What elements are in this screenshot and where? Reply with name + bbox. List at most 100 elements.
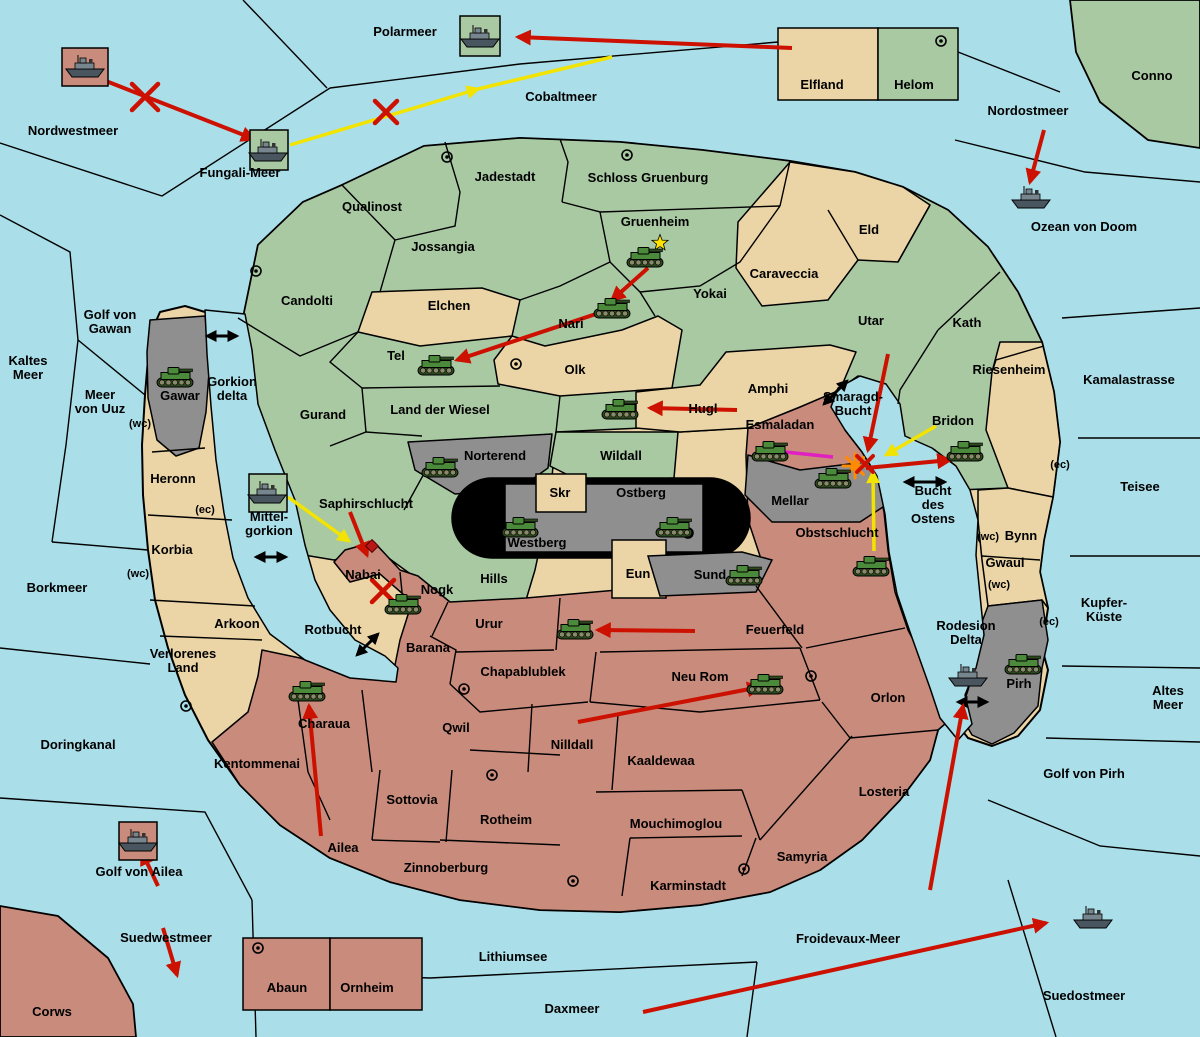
region-label-qwil[interactable]: Qwil	[442, 720, 469, 735]
region-label-karminstadt[interactable]: Karminstadt	[650, 878, 727, 893]
region-label-jossangia[interactable]: Jossangia	[411, 239, 475, 254]
region-label-doringkanal[interactable]: Doringkanal	[40, 737, 115, 752]
corws-blob[interactable]	[0, 905, 137, 1037]
region-label-arkoon[interactable]: Arkoon	[214, 616, 260, 631]
region-label-kamalastrasse[interactable]: Kamalastrasse	[1083, 372, 1175, 387]
region-label-sund[interactable]: Sund	[694, 567, 727, 582]
region-label-candolti[interactable]: Candolti	[281, 293, 333, 308]
region-label-kupfer-kueste[interactable]: Kupfer-Küste	[1081, 595, 1127, 624]
region-label-cobaltmeer[interactable]: Cobaltmeer	[525, 89, 597, 104]
region-label-nari[interactable]: Nari	[558, 316, 583, 331]
region-label-kentommenai[interactable]: Kentommenai	[214, 756, 300, 771]
region-label-bridon[interactable]: Bridon	[932, 413, 974, 428]
region-label-barana[interactable]: Barana	[406, 640, 451, 655]
army-unit-norterend[interactable]	[421, 457, 459, 478]
region-label-amphi[interactable]: Amphi	[748, 381, 788, 396]
region-label-feuerfeld[interactable]: Feuerfeld	[746, 622, 805, 637]
region-label-charaua[interactable]: Charaua	[298, 716, 351, 731]
region-label-korbia[interactable]: Korbia	[151, 542, 193, 557]
army-unit-obstschlucht[interactable]	[852, 556, 890, 577]
army-unit-gawar[interactable]	[156, 367, 194, 388]
region-label-heronn[interactable]: Heronn	[150, 471, 196, 486]
region-label-elchen[interactable]: Elchen	[428, 298, 471, 313]
region-label-corws[interactable]: Corws	[32, 1004, 72, 1019]
region-label-ozean-von-doom[interactable]: Ozean von Doom	[1031, 219, 1137, 234]
region-label-skr[interactable]: Skr	[550, 485, 571, 500]
army-unit-ostberg[interactable]	[655, 517, 693, 538]
region-label-nordostmeer[interactable]: Nordostmeer	[988, 103, 1069, 118]
tan-skr[interactable]	[535, 473, 587, 513]
region-label-nordwestmeer[interactable]: Nordwestmeer	[28, 123, 118, 138]
region-label-olk[interactable]: Olk	[565, 362, 587, 377]
army-unit-westberg[interactable]	[501, 517, 539, 538]
region-label-suedostmeer[interactable]: Suedostmeer	[1043, 988, 1125, 1003]
conno-blob[interactable]	[1069, 0, 1200, 149]
region-label-abaun[interactable]: Abaun	[267, 980, 308, 995]
region-label-nogk[interactable]: Nogk	[421, 582, 454, 597]
region-label-elfland[interactable]: Elfland	[800, 77, 843, 92]
region-label-polarmeer[interactable]: Polarmeer	[373, 24, 437, 39]
ornheim-box[interactable]	[329, 937, 423, 1011]
region-label-gwaul[interactable]: Gwaul	[985, 555, 1024, 570]
army-unit-charaua[interactable]	[288, 681, 326, 702]
region-label-mittel-gorkion[interactable]: Mittel-gorkion	[245, 509, 293, 538]
region-label-losteria[interactable]: Losteria	[859, 784, 910, 799]
gorkion-channel-water[interactable]	[204, 309, 399, 683]
region-label-kath[interactable]: Kath	[953, 315, 982, 330]
region-label-golf-von-ailea[interactable]: Golf von Ailea	[96, 864, 184, 879]
tan-elchen[interactable]	[357, 287, 521, 347]
region-label-urur[interactable]: Urur	[475, 616, 502, 631]
region-label-suedwestmeer[interactable]: Suedwestmeer	[120, 930, 212, 945]
abaun-box[interactable]	[242, 937, 331, 1011]
army-unit-mellar[interactable]	[814, 468, 852, 489]
army-unit-urur[interactable]	[556, 619, 594, 640]
region-label-ornheim[interactable]: Ornheim	[340, 980, 393, 995]
army-unit-bridon[interactable]	[946, 441, 984, 462]
region-label-saphirschlucht[interactable]: Saphirschlucht	[319, 496, 414, 511]
region-label-mellar[interactable]: Mellar	[771, 493, 809, 508]
region-label-fungali-meer[interactable]: Fungali-Meer	[200, 165, 281, 180]
region-label-hills[interactable]: Hills	[480, 571, 507, 586]
region-label-riesenheim[interactable]: Riesenheim	[973, 362, 1046, 377]
region-label-obstschlucht[interactable]: Obstschlucht	[795, 525, 879, 540]
army-unit-neu-rom[interactable]	[746, 674, 784, 695]
army-unit-tel[interactable]	[417, 355, 455, 376]
region-label-gruenheim[interactable]: Gruenheim	[621, 214, 690, 229]
region-label-tel[interactable]: Tel	[387, 348, 405, 363]
region-label-ailea[interactable]: Ailea	[327, 840, 359, 855]
army-unit-nari[interactable]	[593, 298, 631, 319]
region-label-samyria[interactable]: Samyria	[777, 849, 828, 864]
tan-olk[interactable]	[493, 315, 683, 397]
region-label-lithiumsee[interactable]: Lithiumsee	[479, 949, 548, 964]
region-label-wildall[interactable]: Wildall	[600, 448, 642, 463]
region-label-orlon[interactable]: Orlon	[871, 690, 906, 705]
region-label-borkmeer[interactable]: Borkmeer	[27, 580, 88, 595]
army-unit-pirh[interactable]	[1004, 654, 1042, 675]
fleet-unit-golf-von-ailea[interactable]	[118, 829, 158, 852]
region-label-gurand[interactable]: Gurand	[300, 407, 346, 422]
fleet-unit-ozean-von-doom[interactable]	[1011, 186, 1051, 209]
region-label-golf-von-pirh[interactable]: Golf von Pirh	[1043, 766, 1125, 781]
fleet-unit-polarmeer[interactable]	[460, 25, 500, 48]
region-label-hugl[interactable]: Hugl	[689, 401, 718, 416]
fleet-unit-rodesion-delta[interactable]	[948, 664, 988, 687]
region-label-conno[interactable]: Conno	[1131, 68, 1172, 83]
region-label-smaragd-bucht[interactable]: Smaragd-Bucht	[823, 389, 883, 418]
army-unit-wildall[interactable]	[601, 399, 639, 420]
region-label-chapablublek[interactable]: Chapablublek	[480, 664, 566, 679]
region-label-rotheim[interactable]: Rotheim	[480, 812, 532, 827]
fleet-unit-mittel-gorkion[interactable]	[247, 481, 287, 504]
region-label-daxmeer[interactable]: Daxmeer	[545, 1001, 600, 1016]
region-label-schloss-gruenburg[interactable]: Schloss Gruenburg	[588, 170, 709, 185]
region-label-kaaldewaa[interactable]: Kaaldewaa	[627, 753, 695, 768]
region-label-froidevaux-meer[interactable]: Froidevaux-Meer	[796, 931, 900, 946]
region-label-esmaladan[interactable]: Esmaladan	[746, 417, 815, 432]
region-label-westberg[interactable]: Westberg	[508, 535, 567, 550]
